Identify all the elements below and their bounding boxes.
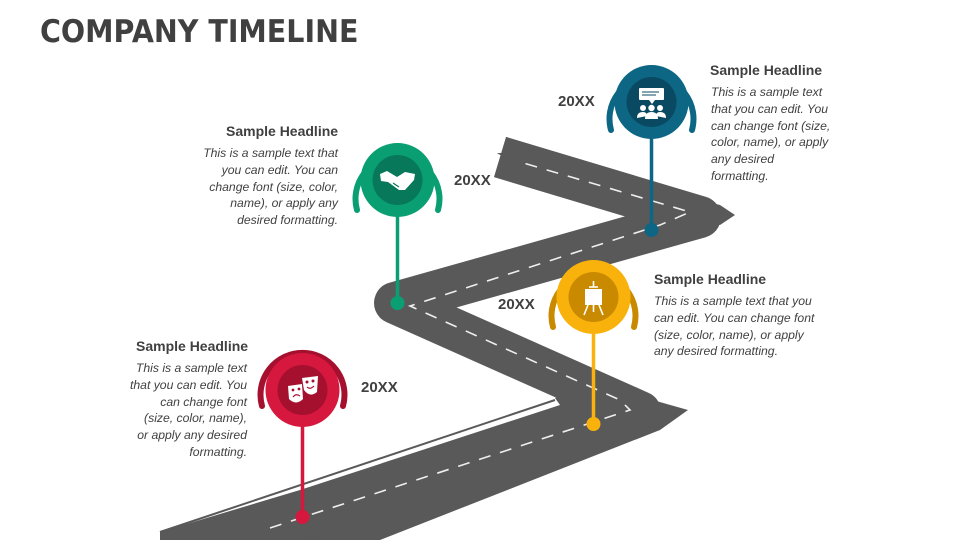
- presentation-group-icon: [637, 88, 666, 119]
- easel-icon: [583, 281, 604, 316]
- lane-markings: [269, 161, 693, 529]
- milestone-4-year: 20XX: [558, 93, 595, 110]
- milestone-4-pin: [606, 65, 697, 237]
- theater-masks-icon: [288, 376, 318, 403]
- milestone-3-body: This is a sample text that you can edit.…: [654, 294, 815, 359]
- milestone-1-headline: Sample Headline: [136, 338, 249, 354]
- milestone-3-headline: Sample Headline: [654, 271, 767, 287]
- milestone-1-body: This is a sample text that you can edit.…: [130, 361, 248, 459]
- milestone-1-pin: [257, 349, 348, 524]
- milestone-2-pin: [352, 143, 443, 310]
- handshake-icon: [380, 171, 415, 190]
- milestone-3-year: 20XX: [498, 296, 535, 313]
- milestone-2-headline: Sample Headline: [226, 123, 339, 139]
- milestone-1-year: 20XX: [361, 379, 398, 396]
- milestone-3-pin: [548, 260, 639, 431]
- milestone-2-body: This is a sample text that you can edit.…: [203, 146, 338, 228]
- page-title: COMPANY TIMELINE: [40, 14, 359, 50]
- milestone-4-body: This is a sample text that you can edit.…: [711, 85, 831, 183]
- milestone-4-headline: Sample Headline: [710, 62, 823, 78]
- milestone-2-year: 20XX: [454, 172, 491, 189]
